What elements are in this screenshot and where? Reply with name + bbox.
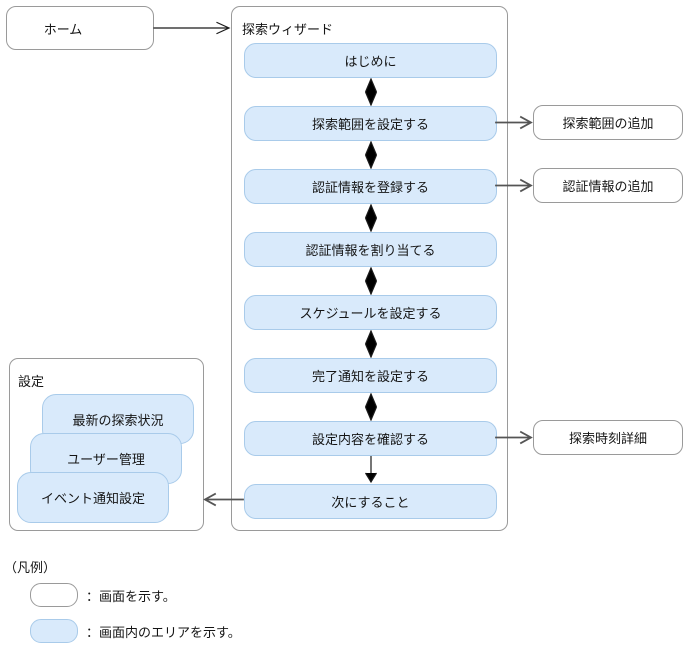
area-swatch-icon xyxy=(30,619,78,643)
wizard-step-confirm-settings: 設定内容を確認する xyxy=(244,421,497,456)
screen-swatch-icon xyxy=(30,583,78,607)
wizard-step-set-schedule: スケジュールを設定する xyxy=(244,295,497,330)
wizard-step-introduction: はじめに xyxy=(244,43,497,78)
step-connector xyxy=(244,78,497,106)
wizard-screen-box: 探索ウィザード はじめに 探索範囲を設定する 認証情報を登録する xyxy=(231,6,508,531)
step-connector xyxy=(244,267,497,295)
double-arrow-icon xyxy=(364,204,377,232)
discovery-time-details-label: 探索時刻詳細 xyxy=(568,431,647,446)
double-arrow-icon xyxy=(364,267,377,295)
double-arrow-icon xyxy=(364,141,377,169)
add-discovery-range-label: 探索範囲の追加 xyxy=(562,116,654,131)
add-credentials-screen-box: 認証情報の追加 xyxy=(533,168,683,203)
legend-item-area: ：画面内のエリアを示す。 xyxy=(30,619,241,643)
home-screen-label: ホーム xyxy=(43,21,83,37)
double-arrow-icon xyxy=(364,330,377,358)
add-credentials-label: 認証情報の追加 xyxy=(562,179,654,194)
wizard-step-set-discovery-range: 探索範囲を設定する xyxy=(244,106,497,141)
discovery-time-details-screen-box: 探索時刻詳細 xyxy=(533,420,683,455)
step-connector xyxy=(244,141,497,169)
wizard-title: 探索ウィザード xyxy=(242,22,334,37)
arrow-home-to-wizard-icon xyxy=(153,21,231,35)
down-arrow-icon xyxy=(364,456,377,484)
step-connector xyxy=(244,393,497,421)
settings-title: 設定 xyxy=(18,374,45,389)
arrow-to-settings-icon xyxy=(203,492,244,507)
arrow-to-add-discovery-range-icon xyxy=(495,115,533,130)
legend-screen-label: ：画面を示す。 xyxy=(86,588,176,604)
wizard-step-set-completion-notice: 完了通知を設定する xyxy=(244,358,497,393)
add-discovery-range-screen-box: 探索範囲の追加 xyxy=(533,105,683,140)
settings-screen-box: 設定 最新の探索状況 ユーザー管理 イベント通知設定 xyxy=(9,358,204,531)
double-arrow-icon xyxy=(364,78,377,106)
wizard-step-assign-credentials: 認証情報を割り当てる xyxy=(244,232,497,267)
wizard-step-register-credentials: 認証情報を登録する xyxy=(244,169,497,204)
legend-title: （凡例） xyxy=(4,560,57,575)
settings-area-event-notification: イベント通知設定 xyxy=(17,472,169,523)
step-connector xyxy=(244,456,497,484)
home-screen-box: ホーム xyxy=(6,6,154,50)
wizard-step-what-to-do-next: 次にすること xyxy=(244,484,497,519)
legend-item-screen: ：画面を示す。 xyxy=(30,583,176,607)
wizard-step-list: はじめに 探索範囲を設定する 認証情報を登録する xyxy=(244,43,497,519)
double-arrow-icon xyxy=(364,393,377,421)
arrow-to-add-credentials-icon xyxy=(495,178,533,193)
step-connector xyxy=(244,204,497,232)
step-connector xyxy=(244,330,497,358)
legend-area-label: ：画面内のエリアを示す。 xyxy=(86,624,241,640)
arrow-to-discovery-time-details-icon xyxy=(495,430,533,445)
